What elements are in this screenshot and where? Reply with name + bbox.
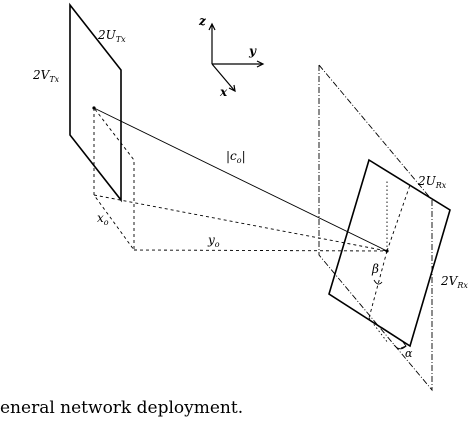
tx-panel <box>69 2 122 203</box>
axis-y-label: y <box>248 44 257 58</box>
ground-line-tx-bottom <box>93 194 388 252</box>
tx-height-label: 2VTx <box>32 68 60 84</box>
alpha-label: α <box>405 347 413 360</box>
figure-caption: eneral network deployment. <box>0 398 244 418</box>
tx-projection-outline <box>93 107 135 252</box>
rx-panel <box>328 158 451 348</box>
rx-height-label: 2VRx <box>440 274 468 290</box>
coordinate-axes <box>208 22 265 93</box>
rx-center-point <box>385 249 389 253</box>
tx-width-label: 2UTx <box>97 28 126 44</box>
beta-angle-arc <box>373 279 383 285</box>
x-offset-label: xo <box>97 211 109 227</box>
rx-center-line-top <box>386 184 411 252</box>
axis-z-label: z <box>198 14 207 28</box>
y-axis-arrow-icon <box>256 60 265 68</box>
tx-center-point <box>92 106 96 110</box>
ground-line-y-offset <box>133 249 388 252</box>
y-offset-label: yo <box>207 233 220 249</box>
z-axis-arrow-icon <box>208 22 216 31</box>
rx-bottom-dotted <box>368 317 389 344</box>
axis-x-label: x <box>219 85 228 99</box>
rx-width-label: 2URx <box>417 174 447 190</box>
alpha-arrow-icon <box>400 341 407 349</box>
beta-label: β <box>371 262 379 276</box>
center-distance-vector <box>93 107 388 252</box>
x-axis-arrow-icon <box>228 84 236 93</box>
center-distance-label: |co| <box>226 149 246 165</box>
rx-reference-plane <box>318 63 433 392</box>
